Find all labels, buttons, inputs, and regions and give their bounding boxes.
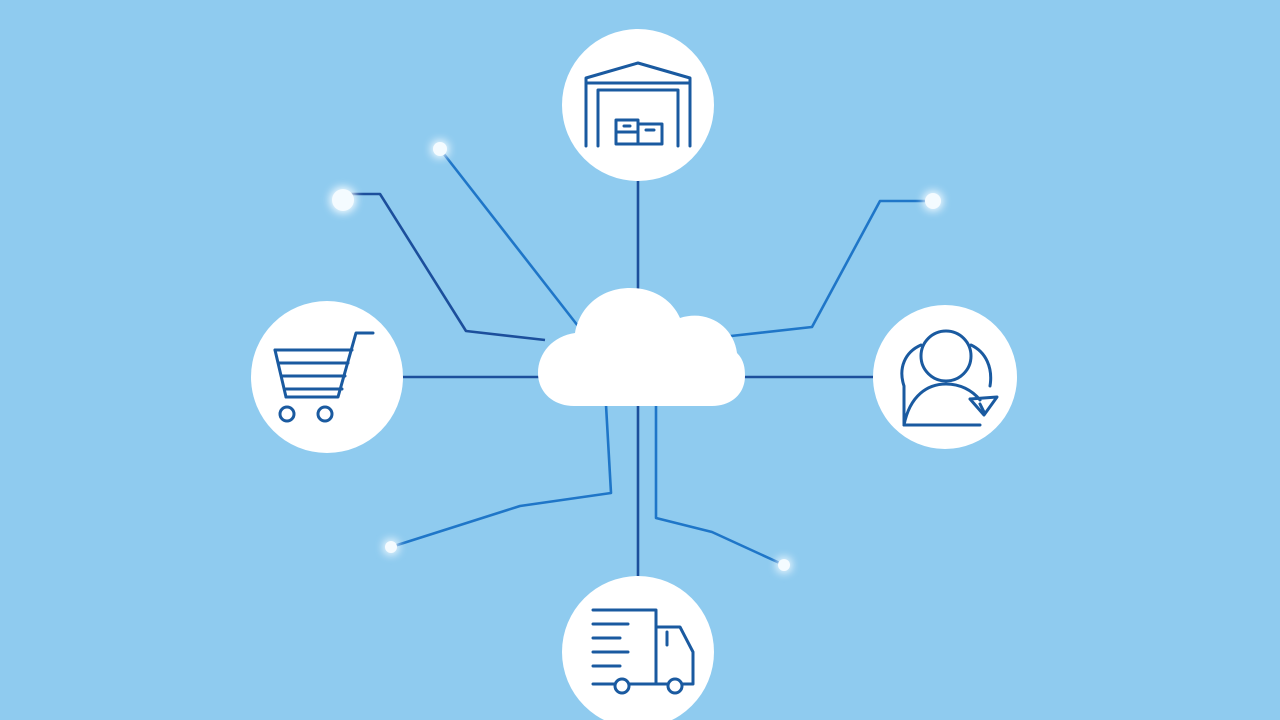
connector-endpoint-upper-right xyxy=(721,199,933,339)
endpoint-dot-upper-left-2 xyxy=(433,142,447,156)
cloud-icon xyxy=(538,288,745,406)
delivery-truck-icon xyxy=(591,608,695,695)
connector-lines xyxy=(343,148,933,580)
user-icon xyxy=(900,329,999,427)
warehouse-node xyxy=(562,29,714,181)
warehouse-icon xyxy=(584,61,692,148)
connector-endpoint-lower-right xyxy=(654,405,785,567)
endpoint-dot-upper-right xyxy=(925,193,941,209)
endpoint-dots xyxy=(332,142,941,571)
connector-endpoint-upper-left-2 xyxy=(438,148,580,327)
connector-endpoint-upper-left xyxy=(343,192,546,342)
shopping-cart-icon xyxy=(273,331,375,423)
endpoint-dot-lower-left xyxy=(385,541,397,553)
connector-endpoint-lower-left xyxy=(390,404,613,549)
truck-node xyxy=(562,576,714,720)
endpoint-dot-lower-right xyxy=(778,559,790,571)
endpoint-dot-upper-left xyxy=(332,189,354,211)
customer-node xyxy=(873,305,1017,449)
cart-node xyxy=(251,301,403,453)
